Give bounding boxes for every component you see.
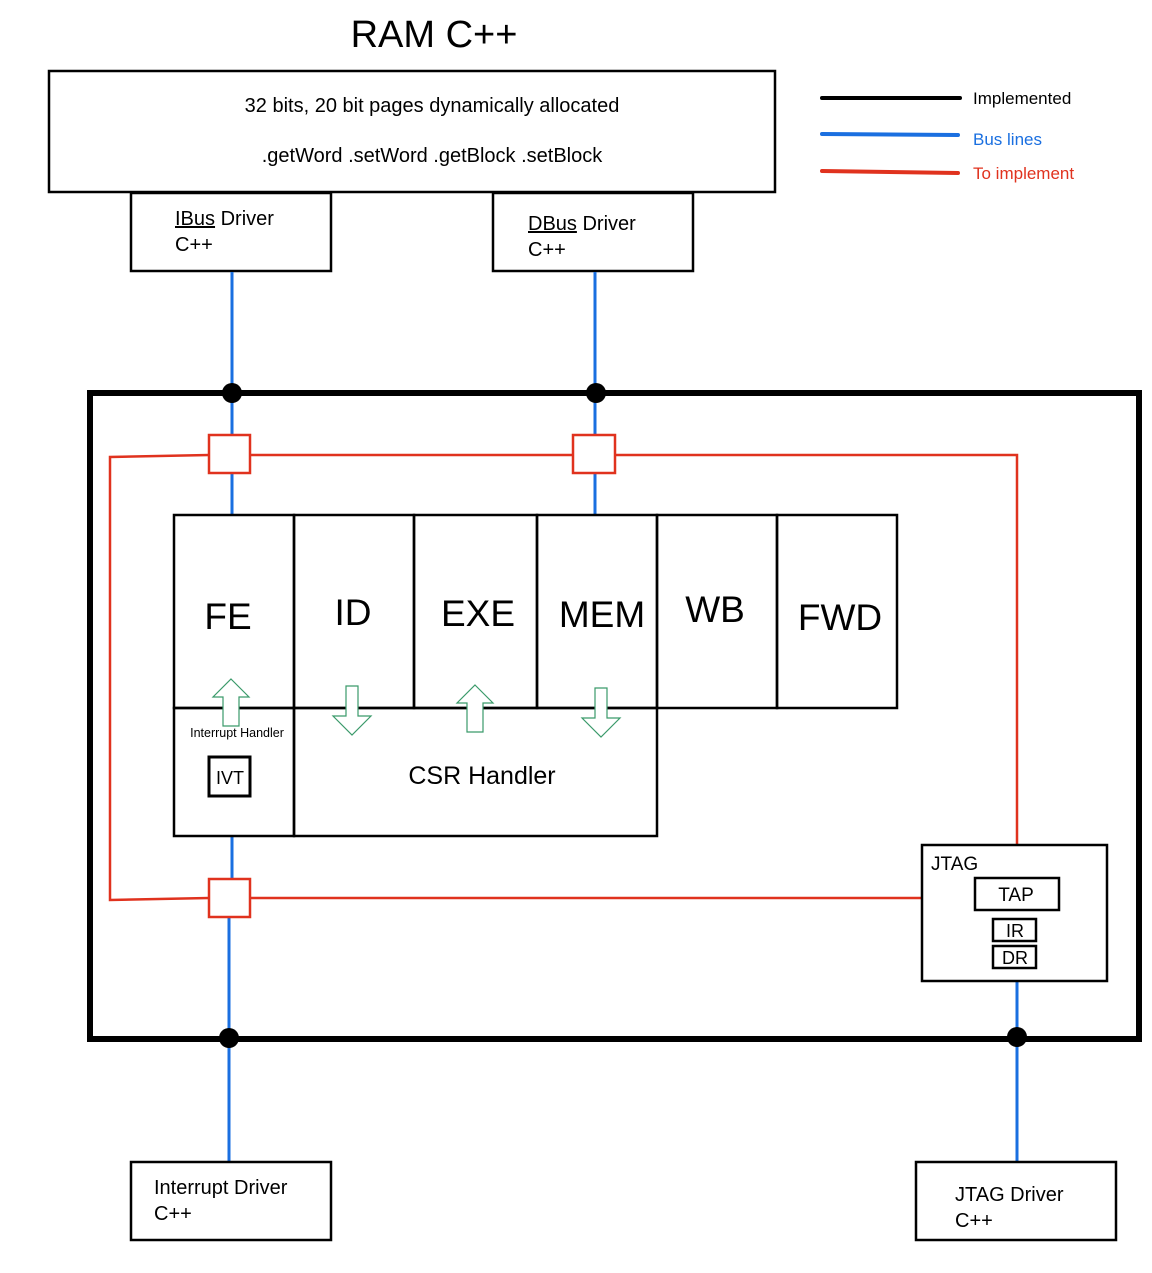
cpu-boundary <box>87 390 1142 1042</box>
ibus-driver-box <box>129 191 333 273</box>
arrow-down-from-id <box>331 685 373 736</box>
jtag-driver-lang: C++ <box>955 1210 993 1232</box>
interrupt-driver-lang: C++ <box>154 1203 192 1225</box>
interrupt-debug-mux <box>207 877 252 919</box>
csr-handler-label: CSR Handler <box>408 762 555 790</box>
jtag-ir-box <box>991 917 1038 943</box>
jtag-ir-label: IR <box>1006 921 1024 941</box>
stage-id-label: ID <box>335 592 372 633</box>
jtag-driver-box <box>914 1160 1118 1242</box>
arrow-up-to-fe <box>211 678 251 727</box>
debug-route-left <box>108 453 210 902</box>
arrow-up-to-exe <box>455 684 495 733</box>
jtag-driver-name: JTAG Driver <box>955 1184 1064 1206</box>
ivt-label: IVT <box>216 768 244 788</box>
interrupt-junction-dot <box>219 1028 239 1048</box>
ibus-junction-dot <box>222 383 242 403</box>
stage-fe-label: FE <box>204 596 251 637</box>
stage-mem-label: MEM <box>559 594 645 635</box>
stage-wb-label: WB <box>685 589 745 630</box>
jtag-label: JTAG <box>931 854 978 875</box>
arrow-down-from-mem <box>580 687 622 738</box>
legend-implemented-label: Implemented <box>973 89 1071 108</box>
jtag-tap-label: TAP <box>998 885 1034 906</box>
legend-bus-lines-label: Bus lines <box>973 130 1042 149</box>
jtag-dr-box <box>991 944 1038 970</box>
legend-to-implement-line <box>820 169 960 175</box>
ibus-driver-lang: C++ <box>175 234 213 256</box>
ivt-box <box>207 755 252 798</box>
ram-box <box>47 69 777 194</box>
ram-methods: .getWord .setWord .getBlock .setBlock <box>262 145 604 167</box>
legend-bus-lines-line <box>820 132 960 137</box>
diagram-title: RAM C++ <box>351 14 518 56</box>
stage-fwd-box <box>775 513 899 710</box>
stage-fwd-label: FWD <box>798 597 882 638</box>
debug-route-right <box>615 453 1019 845</box>
jtag-tap-box <box>973 876 1061 912</box>
dbus-driver-lang: C++ <box>528 239 566 261</box>
dbus-junction-dot <box>586 383 606 403</box>
ibus-driver-name: IBus Driver <box>175 208 274 230</box>
dbus-driver-name: DBus Driver <box>528 213 636 235</box>
stage-exe-label: EXE <box>441 593 515 634</box>
jtag-dr-label: DR <box>1002 948 1028 968</box>
dbus-driver-box <box>491 191 695 273</box>
interrupt-handler-label: Interrupt Handler <box>190 726 284 740</box>
dbus-debug-mux <box>571 433 617 475</box>
legend-to-implement-label: To implement <box>973 164 1074 183</box>
interrupt-driver-name: Interrupt Driver <box>154 1177 288 1199</box>
jtag-box <box>920 843 1109 983</box>
jtag-junction-dot <box>1007 1027 1027 1047</box>
ibus-debug-mux <box>207 433 252 475</box>
ram-description: 32 bits, 20 bit pages dynamically alloca… <box>245 95 620 117</box>
interrupt-driver-box <box>129 1160 333 1242</box>
